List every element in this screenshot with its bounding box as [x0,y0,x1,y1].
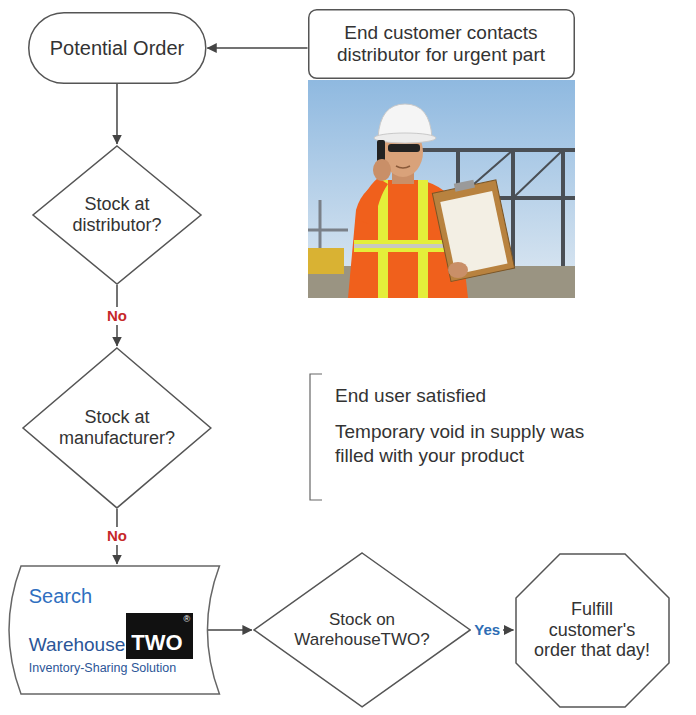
machine [308,248,344,274]
clipboard [431,175,514,281]
outline [254,553,470,707]
logo-word: Warehouse [29,635,125,659]
reflective-stripe [418,180,428,298]
trademark: ® [184,615,191,624]
decision-diamond: Stock on WarehouseTWO? [253,552,471,708]
hand [373,159,391,181]
logo-row: WarehouseTWO® [29,613,193,659]
data-store: SearchWarehouseTWO®Inventory-Sharing Sol… [7,565,221,695]
text-group: End customer contacts distributor for ur… [320,22,563,66]
outline [33,146,201,284]
text-group: SearchWarehouseTWO®Inventory-Sharing Sol… [29,585,193,676]
text-group: Stock on WarehouseTWO? [287,610,437,649]
sky [308,80,575,298]
node-text: Potential Order [50,37,185,60]
note-text: Temporary void in supply was filled with… [335,420,615,468]
note-box: End customer contacts distributor for ur… [308,9,575,79]
clipboard-board [432,180,514,282]
flow-arrow [116,84,118,144]
search-heading: Search [29,585,92,607]
text-group: Fulfill customer's order that day! [527,599,657,661]
text-group: Potential Order [50,37,185,60]
arm [356,178,388,225]
bracket [310,374,322,500]
flow-arrow [207,47,307,49]
steel-beam [418,148,575,152]
mouth [396,166,410,168]
outline [516,554,669,707]
logo-box: TWO® [126,613,193,659]
node-text: Stock at distributor? [67,194,167,235]
logo-word: TWO [131,632,182,654]
terminal-box: Potential Order [28,12,207,84]
logo-tagline: Inventory-Sharing Solution [29,662,176,676]
decision-diamond: Stock at manufacturer? [22,347,212,509]
text-group: Stock at manufacturer? [54,407,179,448]
end-octagon: Fulfill customer's order that day! [515,553,670,708]
edge-label: Yes [471,621,503,639]
node-text: Stock on WarehouseTWO? [287,610,437,649]
outline [23,348,211,508]
outline [9,566,219,694]
outline [28,13,205,84]
node-text: Stock at manufacturer? [54,407,179,448]
clipboard-paper [440,191,507,274]
edge-label: No [104,307,130,325]
node-text: End customer contacts distributor for ur… [320,22,563,66]
note-text: End user satisfied [335,384,486,408]
hand [448,262,468,278]
outline [308,10,574,79]
edge-label: No [104,527,130,545]
decision-diamond: Stock at distributor? [32,145,202,285]
sunglasses [388,144,420,152]
flow-arrow [207,629,252,631]
worker-photo [308,80,575,298]
node-text: Fulfill customer's order that day! [527,599,657,661]
text-group: Stock at distributor? [67,194,167,235]
clipboard-clip [454,180,475,192]
